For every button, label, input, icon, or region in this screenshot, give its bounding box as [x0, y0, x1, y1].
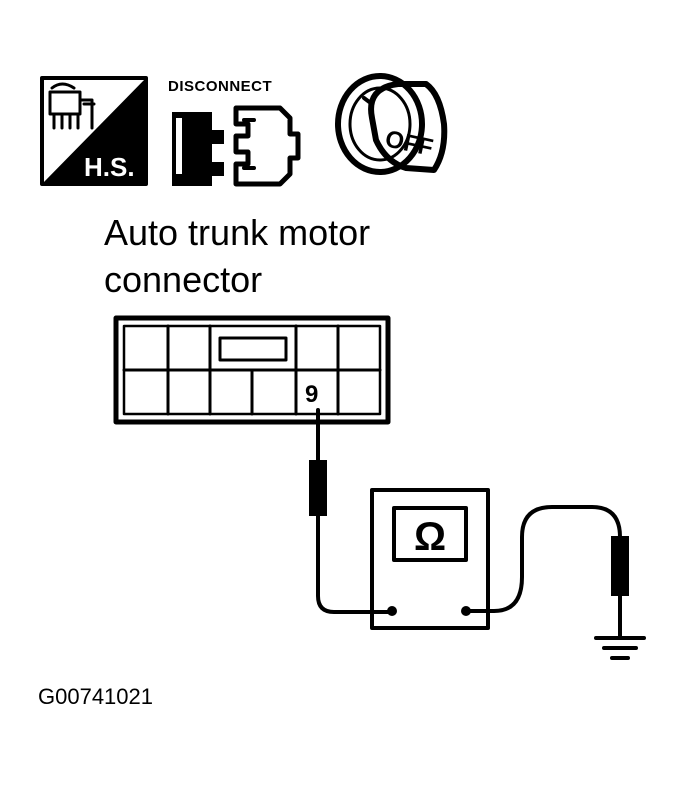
ground-icon	[594, 636, 646, 660]
ignition-key-off-icon: OFF	[335, 73, 448, 175]
connector-block: 9	[113, 315, 391, 425]
connector-title-line2: connector	[104, 259, 262, 300]
figure-code: G00741021	[38, 684, 153, 709]
test-probe-lead	[309, 408, 394, 614]
connector-disconnect-icon: DISCONNECT	[168, 78, 301, 187]
hs-label: H.S.	[84, 152, 135, 182]
connector-title-line1: Auto trunk motor	[104, 212, 370, 253]
ohm-symbol: Ω	[414, 515, 446, 559]
ground-lead	[464, 505, 629, 640]
ohmmeter: Ω	[370, 488, 490, 630]
terminal-9-label: 9	[305, 381, 318, 408]
ohmmeter-terminal-left	[387, 606, 397, 616]
disconnect-label: DISCONNECT	[168, 78, 272, 95]
harness-connector-hs-icon: H.S.	[40, 76, 148, 186]
